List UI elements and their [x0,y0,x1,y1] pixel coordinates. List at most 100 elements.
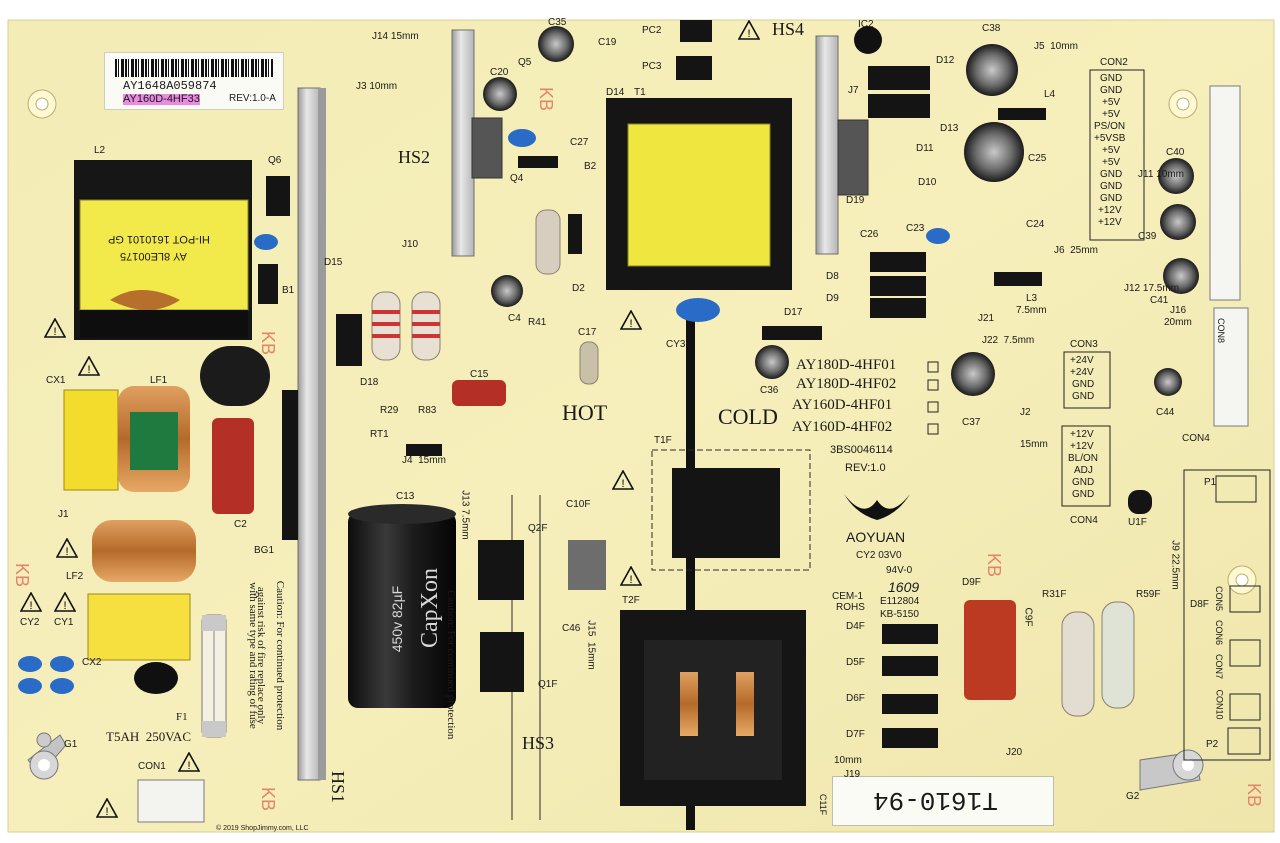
aoyuan-logo-icon [842,490,912,524]
ref-label: C38 [982,23,1001,34]
ref-label: CON1 [138,761,166,772]
svg-text:!: ! [187,760,190,772]
con4-pin: GND [1072,477,1095,488]
capacitor-c2 [212,418,254,514]
ref-label: D8F [1190,599,1209,610]
warning-triangle-icon: ! [738,20,760,40]
ref-label: T1F [654,435,672,446]
ref-label: CON8 [1216,317,1227,344]
caution-line: with same type and rating of fuse [246,582,259,729]
svg-text:!: ! [63,600,66,612]
pcb-rev: REV:1.0 [845,462,886,474]
copyright: © 2019 ShopJimmy.com, LLC [216,825,309,832]
x-capacitor-cx2 [87,593,191,661]
ref-label: D19 [846,195,865,206]
ref-label: B1 [282,285,295,296]
ref-label: LF2 [66,571,84,582]
sticker-model: AY160D-4HF33 [123,93,200,105]
kb-mark: KB [12,562,33,588]
svg-text:!: ! [629,574,632,586]
ref-label: C40 [1166,147,1185,158]
date-tag-text: T1610-94 [873,785,998,815]
heatsink-hs3-label: HS3 [522,733,555,753]
ref-label: C20 [490,67,509,78]
fuse-label: F1 [176,711,188,723]
ref-label: C13 [396,491,415,502]
ref-label: D18 [360,377,379,388]
silkscreen-outlines [927,69,1145,507]
ref-label: IC2 [858,19,874,30]
ref-label: Q4 [510,173,524,184]
sticker-rev: REV:1.0-A [229,93,276,104]
warning-triangle-icon: ! [620,310,642,330]
heatsink-hs1-label: HS1 [328,770,349,804]
warning-triangle-icon: ! [620,566,642,586]
ref-label: Q2F [528,523,548,534]
con4-pin: ADJ [1074,465,1093,476]
ref-label: CX1 [46,375,66,386]
ref-label: Q5 [518,57,532,68]
ref-label: D8 [826,271,839,282]
kb-mark: KB [984,552,1005,578]
ref-label: P1 [1204,477,1217,488]
ref-label: CON2 [1100,57,1128,68]
ref-label: RT1 [370,429,389,440]
cert-rohs: ROHS [836,602,865,613]
ref-label: CON3 [1070,339,1098,350]
ref-label: 20mm [1164,317,1192,328]
ref-label: J12 17.5mm [1124,283,1180,294]
ref-label: J19 [844,769,861,780]
ref-label: C46 [562,623,581,634]
choke-lf2 [92,520,196,582]
zone-cold-label: COLD [718,404,778,429]
heatsink-hs2-label: HS2 [398,147,431,167]
ground-lug-g1 [27,732,67,780]
ref-label: J11 10mm [1138,169,1184,180]
ref-label: C27 [570,137,589,148]
cert-datecode: 1609 [888,579,920,595]
warning-triangle-icon: ! [20,592,42,612]
ref-label: D11 [916,143,934,154]
connector-con4 [1213,307,1249,427]
ref-label: CON6 [1214,619,1225,646]
kb-mark: KB [258,330,279,356]
ref-label: C24 [1026,219,1045,230]
transformer-l2 [74,160,252,340]
ref-label: J7 [848,85,859,96]
transformer-t1f-core [672,468,780,558]
ref-label: J14 15mm [372,31,419,42]
svg-text:!: ! [29,600,32,612]
ref-label: T1 [634,87,646,98]
transformer-t1f [651,449,811,571]
model-option: AY180D-4HF02 [796,376,897,392]
cert-cy: CY2 03V0 [856,550,902,561]
ref-label: P2 [1206,739,1219,750]
ref-label: PC2 [642,25,662,36]
cert-kb: KB-5150 [880,609,919,620]
ref-label: CON4 [1070,515,1098,526]
ref-label: L3 [1026,293,1038,304]
con4-pin: BL/ON [1068,453,1099,464]
con2-pin: +5V [1102,145,1121,156]
ref-label: C39 [1138,231,1157,242]
mounting-holes [27,89,1257,595]
ref-label: D15 [324,257,343,268]
con2-pin: PS/ON [1094,121,1126,132]
zone-hot-label: HOT [562,400,608,425]
ref-label: C44 [1156,407,1175,418]
caution-text: Caution: For continued protection [159,590,457,809]
ref-label: C36 [760,385,779,396]
heatsink-hs4-label: HS4 [772,19,805,39]
con2-pin: GND [1100,73,1123,84]
con3-pin: GND [1072,391,1095,402]
warning-triangle-icon: ! [78,356,100,376]
ref-label: 15mm [1020,439,1048,450]
con2-pin: GND [1100,193,1123,204]
ground-lug-g2 [1139,749,1204,791]
ref-label: C11F [818,793,829,816]
ref-label: G2 [1126,791,1140,802]
ref-label: D14 [606,87,625,98]
ref-label: CY2 [20,617,40,628]
fuse-rating: T5AH 250VAC [106,729,191,744]
caution-line: Caution: For continued protection [445,590,457,740]
